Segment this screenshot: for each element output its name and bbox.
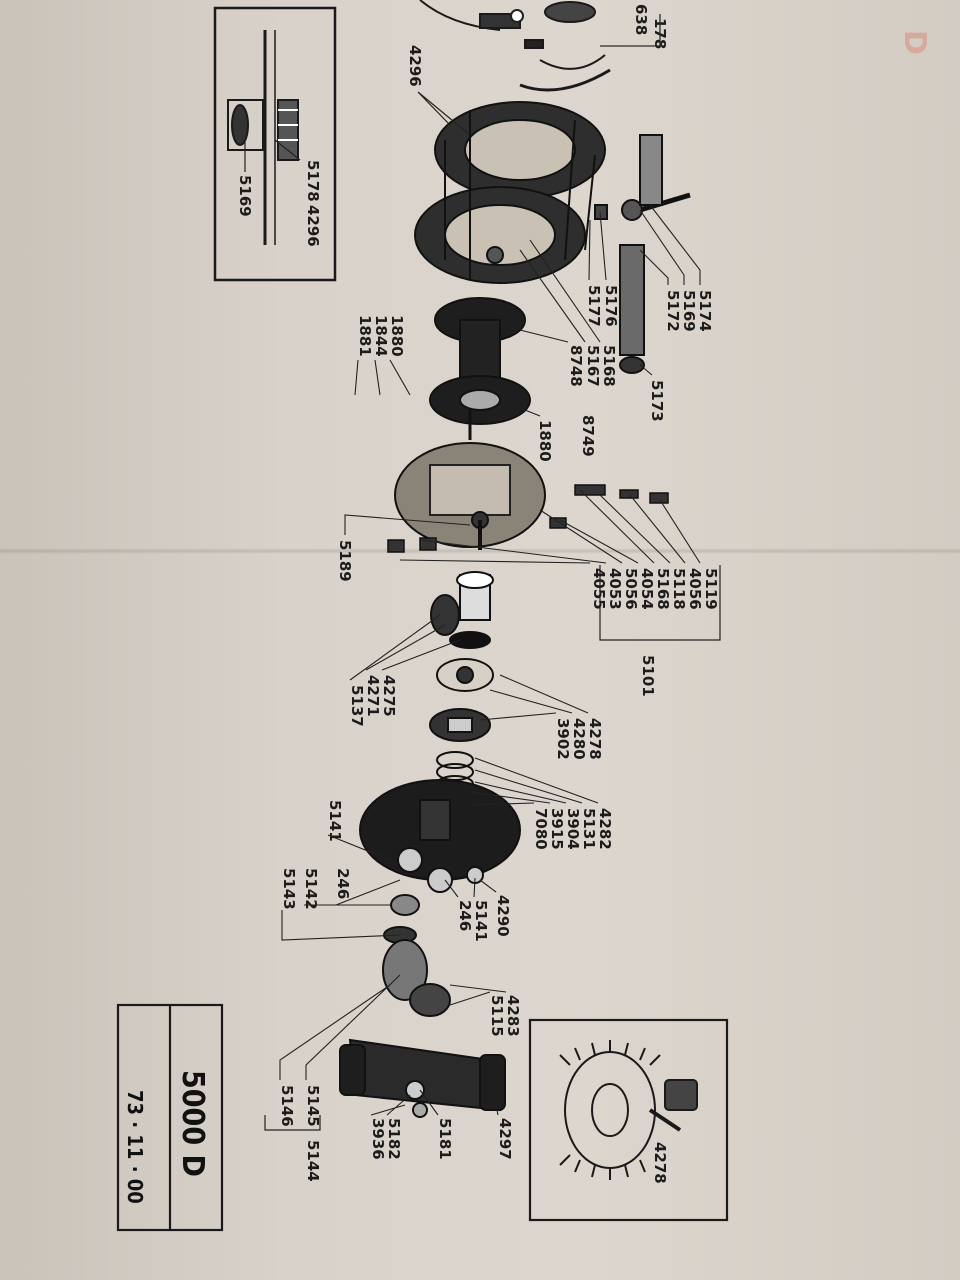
part-number-callout: 5118 (670, 568, 688, 610)
frame-assembly (414, 101, 606, 284)
cross-section-inset: 5178 4296 5169 (213, 6, 337, 282)
detail-inset: 4278 (528, 1018, 729, 1222)
part-number-callout: 5131 (580, 808, 598, 850)
part-number-callout: 5169 (680, 290, 698, 332)
part-number-callout: 5181 (436, 1118, 454, 1160)
side-plate (394, 442, 546, 550)
part-number-callout: 8749 (579, 415, 597, 457)
part-number-callout: 4296 (304, 205, 322, 247)
part-number-callout: 5115 (488, 995, 506, 1037)
part-number-callout: 5178 (304, 160, 322, 202)
part-number-callout: 3936 (369, 1118, 387, 1160)
title-block: 5000 D 73 · 11 · 00 (116, 1003, 224, 1232)
part-number-callout: 5101 (639, 655, 657, 697)
part-number-callout: 246 (456, 900, 474, 931)
part-number-callout: 4283 (504, 995, 522, 1037)
part-number-callout: 4054 (638, 568, 656, 610)
part-number-callout: 5169 (236, 175, 254, 217)
part-number-callout: 5177 (585, 285, 603, 327)
callout-labels: 5174 5169 5172 5173 5176 5177 5168 5167 … (264, 204, 721, 1182)
part-number-callout: 4275 (380, 675, 398, 717)
part-number-callout: 3902 (554, 718, 572, 760)
gear-stack (429, 571, 494, 793)
part-number-callout: 246 (334, 868, 352, 899)
handle-side-plate (359, 779, 521, 893)
date-label: 73 · 11 · 00 (123, 1090, 147, 1204)
part-number-callout: 5137 (348, 685, 366, 727)
part-number-callout: 5056 (622, 568, 640, 610)
part-number-callout: 4296 (406, 45, 424, 87)
part-number-callout: 4280 (570, 718, 588, 760)
part-number-callout: 5142 (302, 868, 320, 910)
part-number-callout: 5141 (326, 800, 344, 842)
part-number-callout: 3915 (548, 808, 566, 850)
part-number-callout: 4056 (686, 568, 704, 610)
part-number-callout: 4053 (606, 568, 624, 610)
part-number-callout: 5189 (336, 540, 354, 582)
part-number-callout: 5143 (280, 868, 298, 910)
crank-handle (339, 1038, 506, 1118)
part-number-callout: 4055 (590, 568, 608, 610)
part-number-callout: 3904 (564, 808, 582, 850)
drag-parts (382, 894, 451, 1017)
part-number-callout: 4282 (596, 808, 614, 850)
corner-mark: D (897, 30, 932, 55)
part-number-callout: 5173 (648, 380, 666, 422)
part-number-callout: 5144 (304, 1140, 322, 1182)
spool-part (429, 297, 531, 440)
part-number-callout: 4290 (494, 895, 512, 937)
part-number-callout: 4278 (586, 718, 604, 760)
top-mechanism-fragment (419, 0, 611, 92)
header-fragment: 178 638 D (600, 4, 932, 55)
part-number-callout: 5167 (584, 345, 602, 387)
model-label: 5000 D (175, 1070, 210, 1177)
part-number-callout: 7080 (532, 808, 550, 850)
part-number-callout: 5182 (385, 1118, 403, 1160)
part-number-callout: 1844 (372, 315, 390, 357)
part-number-callout: 5141 (472, 900, 490, 942)
part-number-callout: 1880 (536, 420, 554, 462)
part-number-callout: 4271 (364, 675, 382, 717)
part-number-callout: 1881 (356, 315, 374, 357)
part-number-callout: 1880 (388, 315, 406, 357)
part-number-callout: 5174 (696, 290, 714, 332)
part-number-callout: 4297 (496, 1118, 514, 1160)
header-fragment-label: 638 (632, 4, 650, 35)
part-number-callout: 5172 (664, 290, 682, 332)
part-number-callout: 5146 (278, 1085, 296, 1127)
part-number-callout: 5119 (702, 568, 720, 610)
part-number-callout: 5168 (654, 568, 672, 610)
part-number-callout: 5168 (600, 345, 618, 387)
level-wind-shaft (594, 134, 691, 374)
paper-fold-line (0, 548, 960, 554)
part-number-callout: 5176 (602, 285, 620, 327)
part-number-callout: 4278 (651, 1142, 669, 1184)
part-number-callout: 5145 (304, 1085, 322, 1127)
part-number-callout: 8748 (567, 345, 585, 387)
